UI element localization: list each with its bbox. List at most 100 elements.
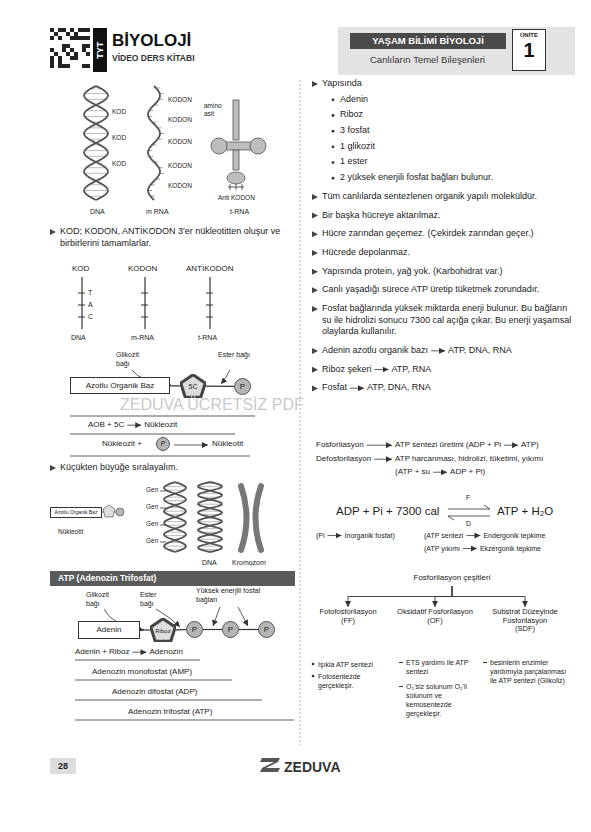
drawn-line [84, 86, 108, 200]
text-label: ATP harcanması, hidrolizi, tüketimi, yık… [395, 454, 543, 464]
drawn-shape [483, 662, 487, 663]
text-label: ATP + H₂O [497, 504, 553, 519]
drawn-shape [50, 36, 54, 40]
text-label: KODON [168, 96, 192, 104]
node-text: (FF) [341, 617, 355, 626]
drawn-shape [50, 64, 54, 68]
drawn-shape [70, 56, 74, 60]
drawn-line [198, 539, 222, 540]
drawn-shape [86, 28, 90, 32]
drawn-shape [50, 56, 54, 60]
drawn-shape [312, 194, 318, 200]
drawn-shape [103, 505, 115, 517]
sugar-pentagon: Riboz [150, 618, 176, 642]
drawn-shape [66, 64, 70, 68]
text-label: Nükleozit + [102, 439, 142, 449]
drawn-line [86, 110, 105, 111]
drawn-line [374, 459, 392, 460]
text-label: Defosforilasyon [316, 454, 371, 464]
drawn-shape [62, 28, 66, 32]
text-label: F [466, 493, 470, 502]
drawn-line [165, 535, 186, 536]
bond-line [176, 629, 186, 630]
drawn-shape [82, 64, 86, 68]
drawn-line [141, 305, 148, 306]
bond-line [140, 629, 150, 630]
drawn-line [504, 445, 518, 446]
text-label: KODON [168, 116, 192, 124]
unit-number-box: ÜNİTE1 [512, 29, 546, 71]
drawn-shape [250, 138, 266, 154]
drawn-shape [332, 177, 335, 180]
drawn-line [350, 388, 364, 389]
drawn-line [144, 277, 145, 329]
branch-arrow [452, 586, 525, 607]
drawn-line [206, 293, 213, 294]
drawn-shape [86, 52, 90, 56]
node-text: 28 [58, 761, 68, 771]
drawn-line [256, 486, 262, 550]
drawn-shape [312, 269, 318, 275]
drawn-line [238, 607, 248, 626]
page-number-box: 28 [50, 758, 76, 774]
bullet-text: 2 yüksek enerjili fosfat bağları bulunur… [340, 172, 493, 184]
text-label: Gen [146, 520, 158, 528]
node-text: Substrat Düzeyinde Fosforilasyon [478, 608, 572, 625]
drawn-shape [70, 36, 74, 40]
text-label: Adenozin difosfat (ADP) [112, 687, 197, 697]
text-label: ATP, RNA [392, 364, 432, 376]
drawn-shape [198, 482, 222, 552]
drawn-line [164, 511, 186, 512]
drawn-shape [312, 81, 318, 87]
phosphate-circle: P [156, 437, 170, 451]
drawn-line [206, 305, 213, 306]
drawn-line [466, 535, 480, 536]
text-label: t-RNA [230, 207, 249, 216]
text-label: T [88, 288, 92, 297]
text-label: Fosforilasyon [316, 440, 364, 450]
drawn-shape [70, 28, 74, 32]
drawn-line [70, 434, 235, 435]
text-label: BİYOLOJİ [112, 30, 191, 52]
tree-node: Oksidatif Fosforilasyon(OF) [396, 608, 474, 625]
bond-line [239, 629, 258, 630]
drawn-shape [211, 100, 266, 184]
drawn-line [433, 472, 447, 473]
sugar-pentagon: 5C [180, 374, 206, 398]
drawn-line [206, 317, 213, 318]
drawn-line [85, 93, 108, 94]
text-label: m RNA [146, 207, 169, 216]
drawn-shape [228, 184, 244, 190]
drawn-line [160, 542, 166, 543]
drawn-shape [164, 482, 186, 552]
phosphate-circle: P [186, 621, 203, 638]
drawn-line [241, 486, 247, 550]
drawn-line [448, 505, 490, 509]
drawn-line [127, 425, 141, 426]
bullet-text: Adenin azotlu organik bazı [322, 345, 428, 357]
bullet-text: 1 ester [340, 156, 368, 168]
drawn-shape [58, 28, 62, 32]
drawn-shape [54, 32, 58, 36]
drawn-line [75, 700, 262, 701]
drawn-shape [82, 28, 86, 32]
bullet-text: Fosfat [322, 382, 347, 394]
drawn-shape [50, 60, 54, 64]
text-label: ATP sentezi üretimi (ADP + Pi [395, 440, 501, 450]
drawn-line [81, 277, 82, 329]
drawn-shape [312, 367, 318, 373]
phosphate-circle: P [234, 378, 251, 395]
pentagon-shape [151, 619, 175, 642]
node-text: P [192, 625, 197, 634]
drawn-line [141, 293, 148, 294]
text-label: m-RNA [131, 333, 154, 342]
text-label: Yüksek enerjili fosfat bağları [196, 586, 262, 604]
text-label: ADP + Pi) [450, 467, 485, 477]
node-text: ATP (Adenozin Trifosfat) [58, 574, 156, 584]
drawn-shape [82, 36, 86, 40]
bullet-text: Fosfat bağlarında yüksek miktarda enerji… [322, 303, 574, 338]
bullet-text: Yapısında [322, 78, 362, 90]
tree-node: Fotofosforilasyon(FF) [308, 608, 388, 625]
drawn-line [198, 486, 222, 487]
text-label: (ATP sentezi [424, 531, 463, 540]
